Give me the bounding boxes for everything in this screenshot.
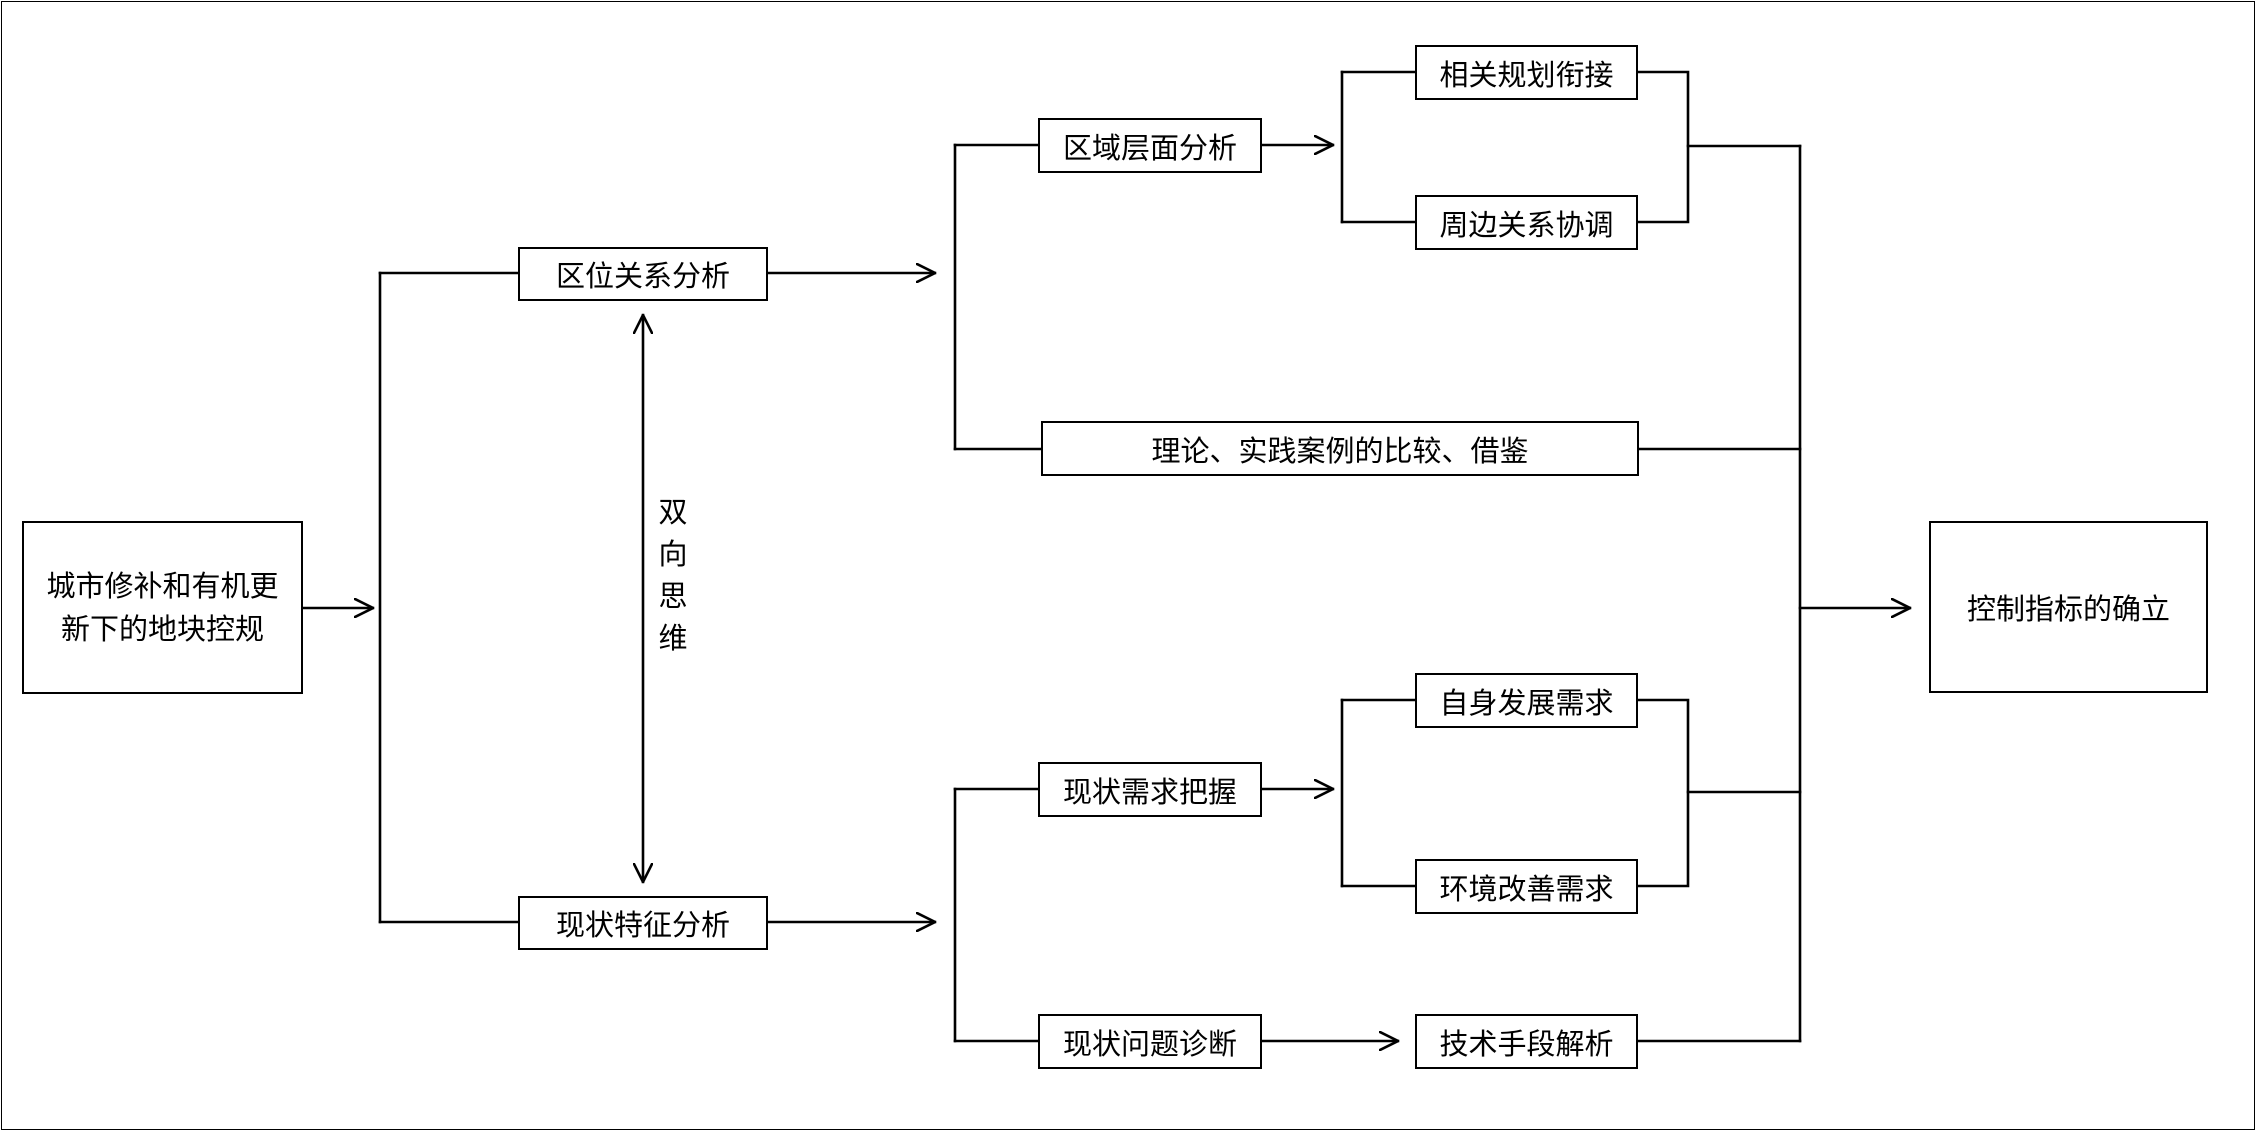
location-analysis-node: 区位关系分析 [518, 247, 768, 301]
bidirectional-thinking-label: 双向思维 [658, 495, 688, 655]
lower-merge-bracket [1636, 698, 1690, 888]
technical-analysis-label: 技术手段解析 [1439, 1026, 1614, 1061]
demand-grasp-label: 现状需求把握 [1062, 774, 1237, 809]
environment-improvement-node: 环境改善需求 [1415, 859, 1638, 914]
problem-diagnosis-label: 现状问题诊断 [1062, 1026, 1237, 1061]
upper-merge-bracket [1636, 70, 1690, 224]
problem-diagnosis-node: 现状问题诊断 [1038, 1014, 1262, 1069]
location-analysis-label: 区位关系分析 [555, 259, 730, 293]
technical-analysis-node: 技术手段解析 [1415, 1014, 1638, 1069]
surroundings-node: 周边关系协调 [1415, 195, 1638, 250]
planning-link-node: 相关规划衔接 [1415, 45, 1638, 100]
planning-link-label: 相关规划衔接 [1439, 57, 1614, 92]
result-node-label: 控制指标的确立 [1966, 592, 2170, 626]
surroundings-label: 周边关系协调 [1439, 207, 1614, 242]
status-analysis-node: 现状特征分析 [518, 896, 768, 950]
start-node-label: 城市修补和有机更新下的地块控规 [46, 568, 279, 646]
self-development-label: 自身发展需求 [1439, 685, 1614, 720]
regional-analysis-label: 区域层面分析 [1062, 130, 1237, 165]
status-analysis-label: 现状特征分析 [555, 908, 730, 942]
start-node: 城市修补和有机更新下的地块控规 [22, 521, 303, 694]
result-node: 控制指标的确立 [1929, 521, 2208, 693]
regional-analysis-node: 区域层面分析 [1038, 118, 1262, 173]
theory-cases-label: 理论、实践案例的比较、借鉴 [1151, 433, 1529, 468]
environment-improvement-label: 环境改善需求 [1439, 871, 1614, 906]
demand-grasp-node: 现状需求把握 [1038, 762, 1262, 817]
self-development-node: 自身发展需求 [1415, 673, 1638, 728]
theory-cases-node: 理论、实践案例的比较、借鉴 [1041, 421, 1639, 476]
